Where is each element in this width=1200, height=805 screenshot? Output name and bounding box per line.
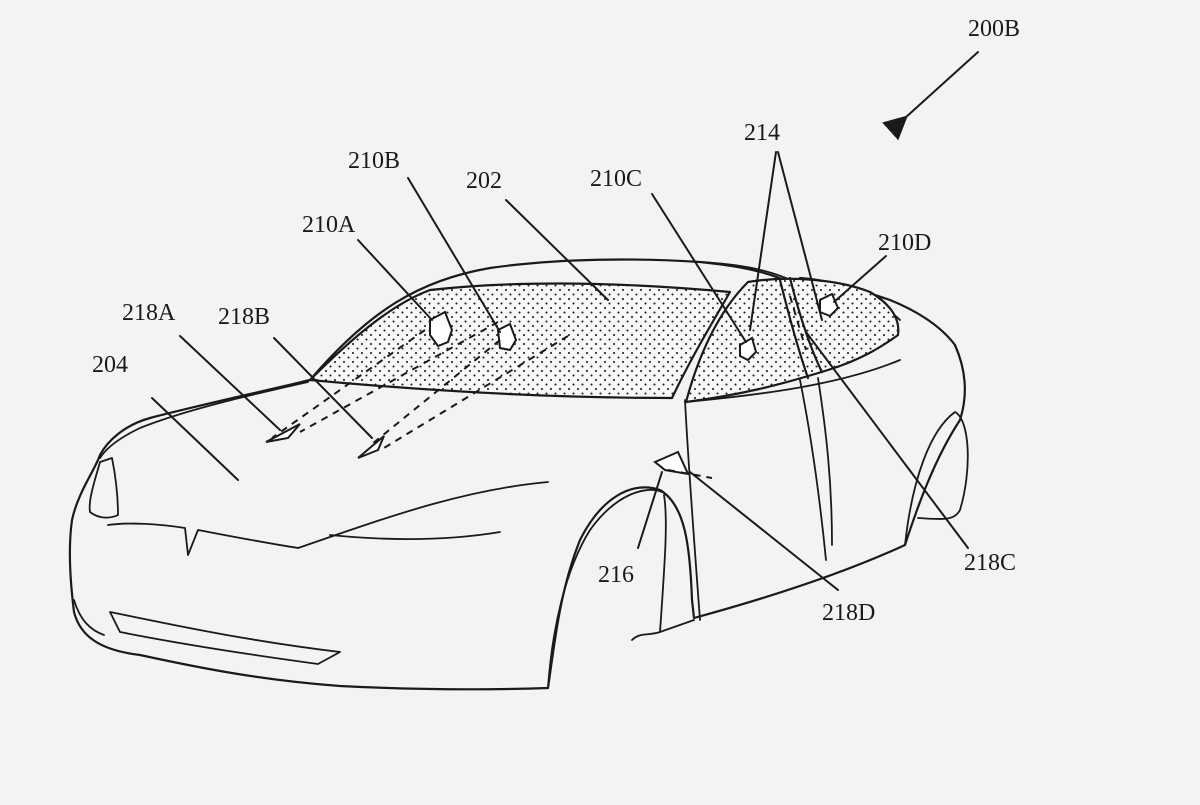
hood-contour [297,481,549,549]
leader-218c [805,331,969,549]
beam-tip-218b [357,435,385,459]
door-front-edge [684,399,701,621]
light-beams [265,295,807,479]
label-214: 214 [744,120,780,146]
sensor-210a [429,310,454,348]
headlight [88,457,119,519]
rear-wheel-arch [904,411,969,546]
leader-214-b [777,151,823,321]
leader-210c [651,193,747,343]
leader-202 [505,199,609,301]
front-wheel-arch [547,489,663,689]
label-210b: 210B [348,148,400,174]
beam-tip-218a [265,423,301,443]
label-218d: 218D [822,600,875,626]
label-218a: 218A [122,300,176,326]
leader-218a [179,335,281,431]
reference-labels: 200B 202 204 210A 210B 210C 210D 214 216… [92,16,1020,626]
label-216: 216 [598,562,634,588]
bumper-lower [73,599,105,636]
hood-line [99,381,309,459]
rocker-line [631,619,695,641]
sensor-216 [653,450,690,476]
label-218b: 218B [218,304,270,330]
sensor-210c [739,336,758,362]
beam-218b-2 [383,335,569,449]
leader-216 [637,471,663,549]
side-window-214 [684,277,900,404]
leader-218b [273,337,373,439]
car-silhouette [68,258,966,691]
beam-218c [789,295,807,351]
label-202: 202 [466,168,502,194]
bumper-intake [109,611,341,665]
label-210c: 210C [590,166,642,192]
label-210a: 210A [302,212,356,238]
nose-line [107,522,299,556]
label-210d: 210D [878,230,931,256]
sensor-210b [496,322,518,352]
leader-200b [882,51,979,141]
leader-210b [407,177,501,333]
beam-218b [371,339,501,445]
front-fender [329,531,501,541]
sensors [429,292,840,476]
label-200b: 200B [968,16,1020,42]
windshield-202 [308,282,732,400]
leader-214-a [749,151,777,331]
leader-204 [151,397,239,481]
leader-218d [689,471,839,591]
leader-210a [357,239,433,321]
label-204: 204 [92,352,128,378]
door-rear-edge [817,377,833,546]
rocker-front [659,494,667,633]
leader-210d [833,255,887,303]
leader-lines [151,51,979,591]
beam-218a [271,329,426,439]
beam-218a-2 [299,321,499,433]
label-218c: 218C [964,550,1016,576]
belt-line [684,359,901,403]
rear-door-edge [799,379,827,561]
